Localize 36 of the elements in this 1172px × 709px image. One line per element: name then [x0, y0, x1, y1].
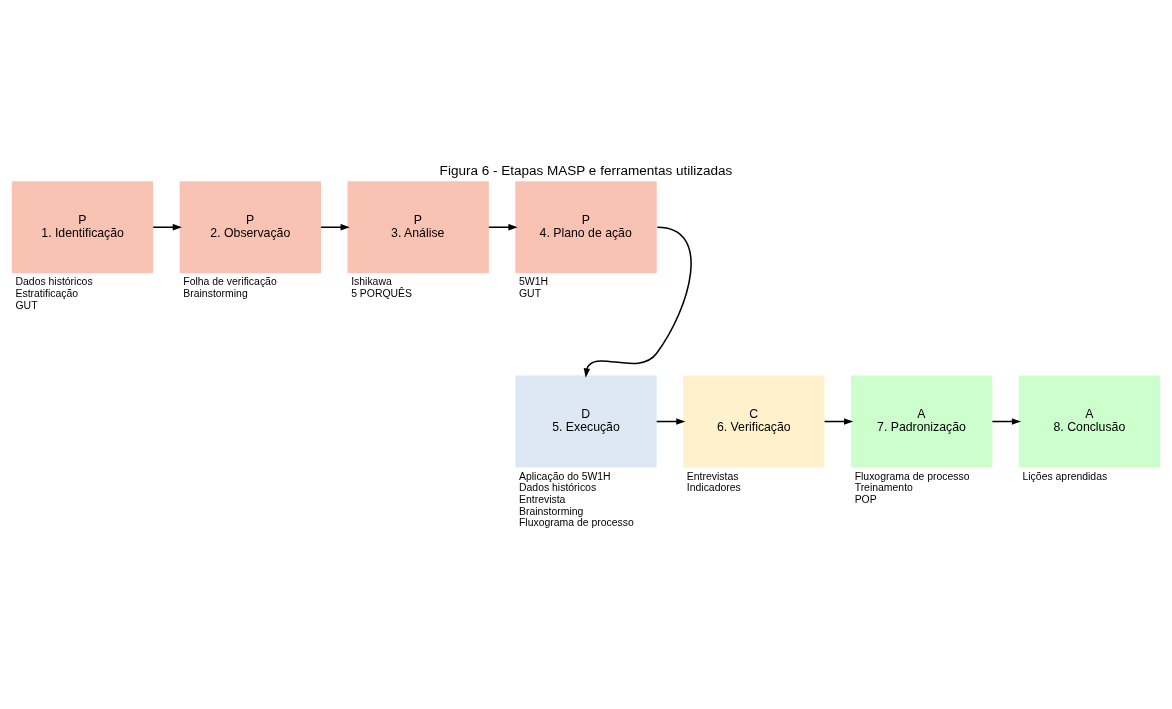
node-label: Fluxograma de processo [854, 470, 970, 482]
node-box: P 4. Plano de ação [515, 181, 657, 274]
node-label: Lições aprendidas [1022, 470, 1108, 482]
arrow [823, 418, 854, 425]
node-label: Brainstorming [518, 505, 584, 517]
node-label: Fluxograma de processo [518, 517, 634, 529]
node-label: 5 PORQUÊS [351, 288, 413, 300]
node-label: Ishikawa [351, 276, 392, 288]
node-label: Entrevistas [686, 470, 739, 482]
node-label: Folha de verificação [183, 276, 277, 288]
node-label: Indicadores [686, 482, 741, 494]
node-box: P 1. Identificação [11, 181, 154, 274]
arrow [152, 224, 182, 231]
node-label: Estratificação [15, 288, 79, 300]
node-label: Dados históricos [518, 482, 597, 494]
node-box: P 3. Análise [347, 181, 489, 274]
arrow [583, 226, 692, 378]
arrow [320, 224, 350, 231]
node-box: A 8. Conclusão [1018, 375, 1161, 468]
node-label: Treinamento [854, 482, 913, 494]
arrow [991, 418, 1022, 425]
node-box: P 2. Observação [179, 181, 322, 274]
node-label: GUT [15, 299, 38, 311]
node-box: C 6. Verificação [683, 375, 825, 468]
node-box: D 5. Execução [515, 375, 657, 468]
node-label: Aplicação do 5W1H [518, 470, 611, 482]
arrow [655, 418, 686, 425]
node-label: Entrevista [518, 494, 566, 506]
node-label: POP [854, 494, 877, 506]
diagram-title: Figura 6 - Etapas MASP e ferramentas utilizadas [439, 162, 733, 178]
node-label: 5W1H [518, 276, 548, 288]
arrow [488, 224, 518, 231]
node-box: A 7. Padronização [850, 375, 993, 468]
node-label: GUT [518, 288, 542, 300]
node-label: Dados históricos [15, 276, 93, 288]
node-label: Brainstorming [183, 288, 248, 300]
